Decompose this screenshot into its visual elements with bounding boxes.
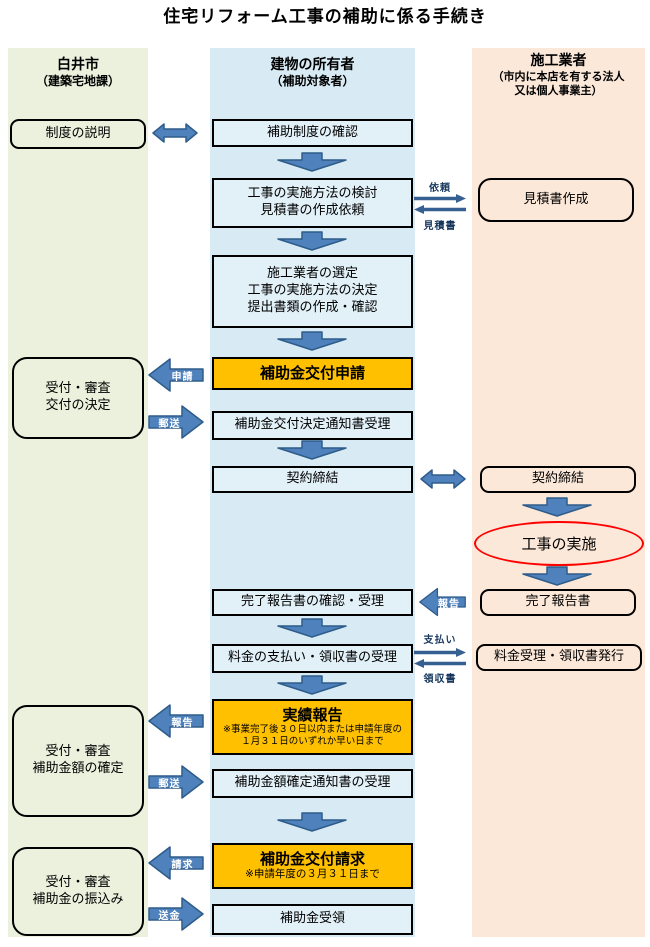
arrow-label-estimate: 見積書	[423, 221, 457, 232]
down-arrow-icon	[521, 566, 593, 586]
arrow-label-application: 申請	[171, 371, 194, 383]
left-arrow-icon	[414, 205, 466, 214]
down-arrow-icon	[276, 812, 348, 832]
owner-box-study-method: 工事の実施方法の検討 見積書の作成依頼	[212, 178, 413, 228]
double-arrow-icon	[152, 122, 198, 144]
application-arrow: 申請	[147, 356, 205, 394]
owner-box-payment-receipt: 料金の支払い・領収書の受理	[212, 644, 413, 673]
claim-arrow: 請求	[147, 844, 205, 882]
owner-box-grant-decision-notice: 補助金交付決定通知書受理	[212, 411, 413, 440]
contractor-box-completion-report: 完了報告書	[480, 589, 636, 616]
right-arrow-icon	[414, 194, 466, 203]
contractor-box-estimate: 見積書作成	[478, 178, 634, 222]
arrow-label-mail: 郵送	[158, 778, 181, 790]
arrow-label-receipt: 領収書	[423, 674, 457, 685]
down-arrow-icon	[521, 497, 593, 517]
remittance-arrow: 送金	[147, 895, 205, 933]
down-arrow-icon	[276, 675, 348, 695]
owner-box-grant-claim: 補助金交付請求 ※申請年度の３月３１日まで	[212, 843, 413, 889]
arrow-label-report: 報告	[438, 598, 460, 610]
city-box-amount-confirmation: 受付・審査 補助金額の確定	[12, 705, 144, 817]
contractor-box-fee-receipt: 料金受理・領収書発行	[476, 644, 642, 671]
down-arrow-icon	[276, 331, 348, 351]
city-box-transfer: 受付・審査 補助金の振込み	[12, 847, 144, 936]
report-arrow: 報告	[417, 586, 468, 618]
owner-box-grant-application: 補助金交付申請	[212, 357, 413, 390]
mail-arrow: 郵送	[147, 763, 205, 801]
report-arrow: 報告	[147, 702, 205, 740]
down-arrow-icon	[276, 618, 348, 638]
down-arrow-icon	[276, 152, 348, 172]
arrow-label-claim: 請求	[171, 859, 194, 871]
column-header-owner: 建物の所有者 （補助対象者）	[270, 57, 355, 89]
column-header-city: 白井市 （建築宅地課）	[35, 57, 120, 89]
owner-box-subsidy-receipt: 補助金受領	[212, 904, 413, 935]
down-arrow-icon	[276, 231, 348, 251]
owner-box-confirm-system: 補助制度の確認	[212, 119, 413, 147]
down-arrow-icon	[276, 440, 348, 460]
owner-box-contract: 契約締結	[212, 466, 413, 493]
double-arrow-icon	[420, 468, 466, 490]
arrow-label-request: 依頼	[429, 183, 451, 194]
city-box-grant-decision: 受付・審査 交付の決定	[12, 357, 144, 439]
owner-box-completion-report-check: 完了報告書の確認・受理	[212, 589, 413, 616]
left-arrow-icon	[414, 659, 466, 668]
arrow-label-remittance: 送金	[158, 910, 181, 922]
owner-box-amount-confirmation-notice: 補助金額確定通知書の受理	[212, 769, 413, 798]
city-box-explanation: 制度の説明	[10, 119, 146, 149]
arrow-label-report: 報告	[171, 717, 194, 729]
owner-box-results-report: 実績報告 ※事業完了後３０日以内または申請年度の １月３１日のいずれか早い日まで	[212, 699, 413, 755]
owner-box-select-contractor: 施工業者の選定 工事の実施方法の決定 提出書類の作成・確認	[212, 255, 413, 328]
arrow-label-mail: 郵送	[158, 418, 181, 430]
arrow-label-payment: 支払い	[423, 635, 457, 646]
mail-arrow: 郵送	[147, 403, 205, 441]
contractor-box-contract: 契約締結	[480, 466, 636, 493]
page-title: 住宅リフォーム工事の補助に係る手続き	[163, 7, 487, 27]
contractor-ellipse-construction: 工事の実施	[474, 521, 644, 566]
column-header-contractor: 施工業者 （市内に本店を有する法人 又は個人事業主）	[492, 53, 625, 98]
right-arrow-icon	[414, 648, 466, 657]
